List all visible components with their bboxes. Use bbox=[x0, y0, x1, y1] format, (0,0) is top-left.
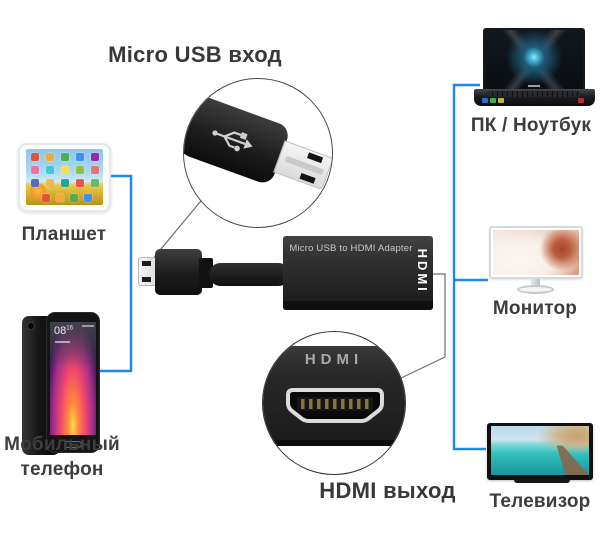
phone-clock-hours: 08 bbox=[54, 325, 67, 337]
adapter-cable bbox=[209, 263, 290, 286]
adapter-box-label: Micro USB to HDMI Adapter bbox=[289, 243, 413, 254]
adapter-box: Micro USB to HDMI Adapter HDMI bbox=[283, 236, 433, 310]
phone-camera-icon bbox=[27, 322, 35, 330]
hdmi-port-icon bbox=[286, 388, 384, 423]
laptop-keyboard bbox=[488, 91, 580, 97]
adapter-hdmi-side-label: HDMI bbox=[415, 248, 430, 294]
laptop-sticker-blue bbox=[482, 98, 488, 103]
laptop-logo bbox=[528, 85, 540, 87]
phone-clock: 0816 bbox=[54, 325, 73, 337]
monitor-image bbox=[489, 226, 583, 279]
usb-contact bbox=[142, 277, 151, 282]
hdmi-logo: HDMI bbox=[304, 351, 364, 368]
monitor-screen bbox=[493, 230, 579, 275]
phone-status-bar bbox=[82, 325, 94, 327]
blue-line-right bbox=[452, 83, 486, 451]
phone-home-button bbox=[64, 441, 82, 448]
phone-screen: 0816 bbox=[50, 322, 96, 435]
phone-image: 0816 bbox=[46, 312, 100, 453]
laptop-base bbox=[474, 89, 595, 106]
laptop-sticker-yellow bbox=[498, 98, 504, 103]
tv-label: Телевизор bbox=[489, 491, 591, 512]
laptop-label: ПК / Ноутбук bbox=[470, 115, 592, 136]
phone-label-line2: телефон bbox=[20, 459, 104, 480]
phone-label: Мобильный телефон bbox=[2, 432, 122, 482]
tv-wallpaper-pier bbox=[556, 445, 589, 475]
hdmi-zoom-circle: HDMI bbox=[262, 331, 406, 475]
usb-contact bbox=[299, 173, 316, 184]
title-hdmi-output: HDMI выход bbox=[319, 478, 456, 503]
monitor-stand-neck bbox=[531, 279, 540, 287]
laptop-sticker-green bbox=[490, 98, 496, 103]
micro-usb-plug-body bbox=[155, 249, 202, 295]
usb-trident-icon bbox=[212, 130, 253, 152]
usb-contact bbox=[307, 152, 324, 164]
tv-image bbox=[487, 423, 593, 480]
phone-label-line1: Мобильный bbox=[4, 434, 120, 455]
usb-contact bbox=[142, 261, 151, 266]
title-micro-usb-input: Micro USB вход bbox=[108, 42, 282, 67]
monitor-label: Монитор bbox=[492, 298, 578, 319]
tv-stand bbox=[514, 479, 570, 483]
laptop-screen bbox=[483, 28, 585, 91]
tv-screen bbox=[491, 426, 589, 475]
tablet-image bbox=[18, 143, 111, 212]
adapter-box-shadow bbox=[283, 301, 433, 310]
monitor-stand-base bbox=[517, 285, 554, 294]
laptop-sticker-red bbox=[578, 98, 584, 103]
micro-usb-zoom-circle bbox=[183, 78, 333, 228]
micro-usb-closeup-body bbox=[184, 93, 292, 187]
phone-date-bar bbox=[55, 341, 70, 343]
micro-usb-plug-tip bbox=[138, 257, 158, 286]
phone-clock-minutes: 16 bbox=[66, 325, 73, 332]
tablet-screen bbox=[26, 149, 103, 205]
tablet-label: Планшет bbox=[21, 224, 107, 245]
micro-usb-plug-neck bbox=[199, 258, 213, 288]
micro-usb-closeup bbox=[184, 88, 332, 219]
micro-usb-closeup-tip bbox=[273, 140, 332, 191]
